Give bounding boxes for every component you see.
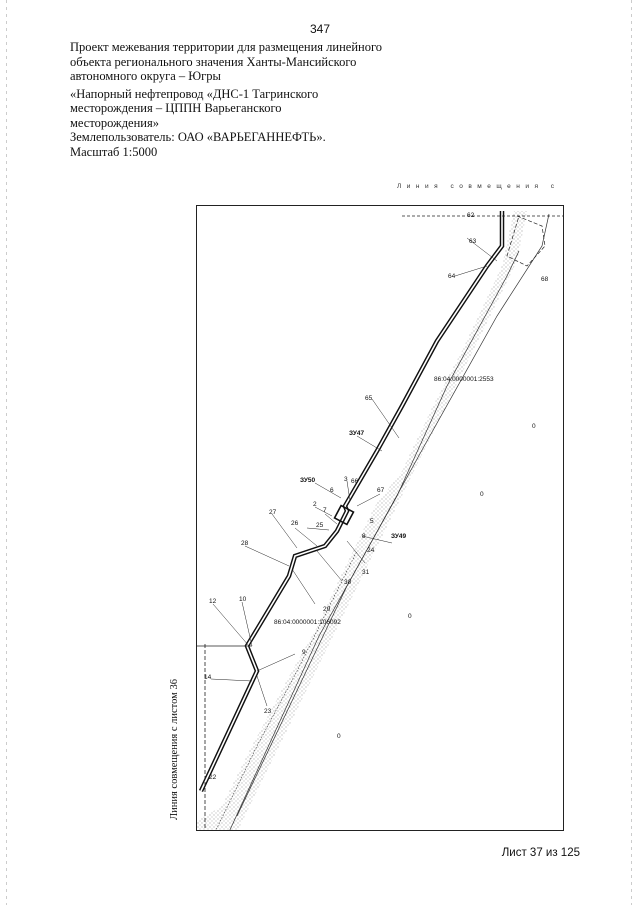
right-of-way-band [197,211,527,830]
left-alignment-label: Линия совмещения с листом 36 [168,660,182,820]
land-user: Землепользователь: ОАО «ВАРЬЕГАННЕФТЬ». [70,130,326,144]
object-line-2: месторождения – ЦППН Варьеганского [70,101,282,115]
point-24: 24 [367,547,375,554]
boundary-line-inner [215,550,358,830]
point-6: 6 [330,487,334,494]
zone-label-47: ЗУ47 [349,430,364,437]
top-alignment-label: Линия совмещения с [397,183,560,190]
object-line-3: месторождения» [70,115,159,130]
point-65: 65 [365,395,373,402]
pipeline-main-inner [200,211,503,792]
header-line-1: Проект межевания территории для размещен… [70,40,383,54]
point-8: 8 [362,533,366,540]
point-12: 12 [209,598,217,605]
cadastral-number-2: 86:04:0000001:106092 [274,619,341,626]
marker-small-2: 0 [480,491,484,498]
point-9: 9 [302,649,306,656]
point-64: 64 [448,273,456,280]
object-line-1: «Напорный нефтепровод «ДНС-1 Тагринского [70,86,319,101]
marker-small-1: 0 [532,423,536,430]
point-23: 23 [264,708,272,715]
point-3: 3 [344,476,348,483]
survey-map: 0 0 0 0 [196,205,564,831]
boundary-line-far [236,213,550,817]
boundary-line-east [229,250,520,830]
document-header: Проект межевания территории для размещен… [70,40,390,159]
scan-edge-left [6,0,7,905]
zone-label-50: ЗУ50 [300,477,315,484]
point-14: 14 [204,674,212,681]
point-10: 10 [239,596,247,603]
leader-lines [210,237,498,707]
cadastral-number-1: 86:04:0000001:2553 [434,376,494,383]
header-line-2: объекта регионального значения Ханты-Ман… [70,54,357,69]
point-26: 26 [291,520,299,527]
point-31: 31 [362,569,370,576]
point-25: 25 [316,522,324,529]
sheet-number: Лист 37 из 125 [501,847,580,859]
map-drawing: 0 0 0 0 [197,211,563,830]
point-5: 5 [370,518,374,525]
point-66: 66 [351,478,359,485]
point-62: 62 [467,212,475,219]
scan-edge-right [631,0,632,905]
page-number: 347 [309,22,331,36]
scale-label: Масштаб 1:5000 [70,144,158,159]
point-2: 2 [313,501,317,508]
point-22: 22 [209,774,217,781]
marker-small-4: 0 [337,733,341,740]
point-63: 63 [469,238,477,245]
junction-box [333,504,355,526]
point-68: 68 [541,276,549,283]
point-27: 27 [269,509,277,516]
zone-label-49: ЗУ49 [391,533,406,540]
point-29: 29 [323,606,331,613]
point-28: 28 [241,540,249,547]
point-67: 67 [377,487,385,494]
point-7: 7 [323,507,327,514]
point-30: 30 [344,579,352,586]
pipeline-main [198,211,505,792]
marker-small-3: 0 [408,613,412,620]
area-68-boundary [506,215,546,267]
left-alignment-text: Линия совмещения с листом 36 [169,679,180,820]
header-line-3: автономного округа – Югры [70,69,221,83]
